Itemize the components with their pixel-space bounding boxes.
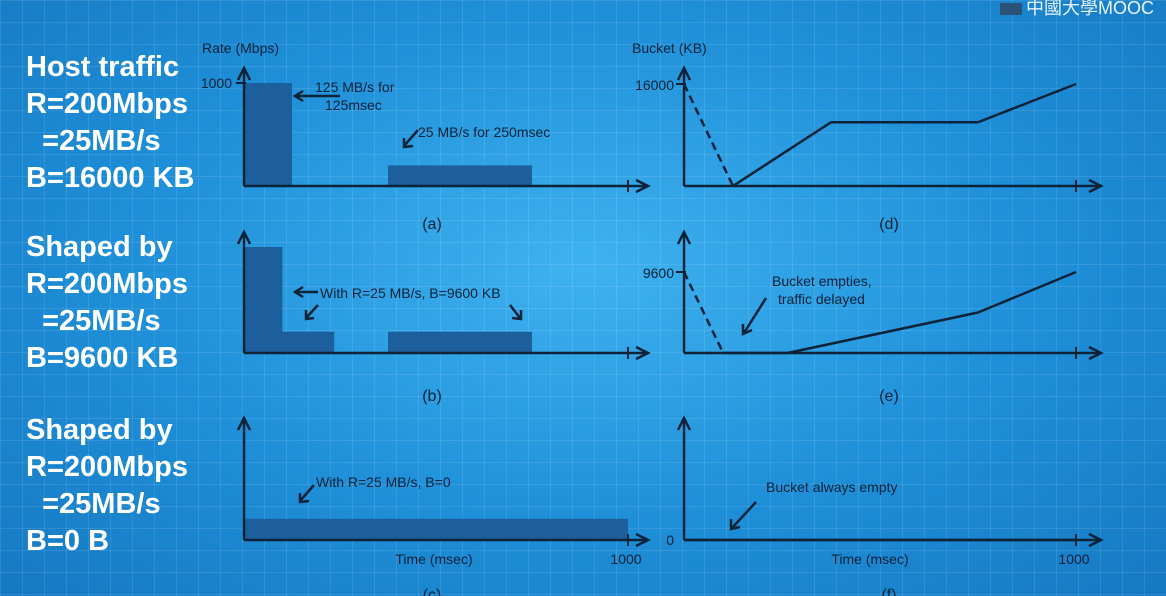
x-tick-label: 1000	[610, 551, 641, 567]
x-axis-label: Time (msec)	[395, 551, 472, 567]
side-line: R=200Mbps	[26, 451, 188, 483]
x-axis-arrow	[635, 532, 651, 548]
x-axis-arrow	[1088, 532, 1104, 548]
note-arrow	[292, 89, 340, 103]
y-axis-arrow	[676, 229, 692, 245]
y-tick-label: 9600	[643, 265, 674, 281]
note-arrow	[304, 304, 319, 321]
x-axis-arrow	[635, 345, 651, 361]
x-tick-label: 1000	[1058, 551, 1089, 567]
y-axis-arrow	[676, 65, 692, 81]
side-line: B=16000 KB	[26, 162, 195, 194]
note-arrow	[741, 297, 768, 336]
y-tick-label: 1000	[201, 75, 232, 91]
side-line: =25MB/s	[26, 488, 161, 520]
side-line: =25MB/s	[26, 125, 161, 157]
left-axis-title: Rate (Mbps)	[202, 40, 279, 56]
chart-marks-layer	[244, 82, 1077, 542]
y-tick-label: 16000	[635, 77, 674, 93]
y-axis-arrow	[236, 415, 252, 431]
panel-e-note: Bucket empties,	[772, 273, 872, 289]
panel-e-bucket-segment	[977, 270, 1077, 314]
panel-caption: (b)	[422, 388, 442, 405]
side-line: =25MB/s	[26, 305, 161, 337]
right-axis-title: Bucket (KB)	[632, 40, 707, 56]
note-arrow	[509, 304, 523, 321]
panel-c-rate-bars	[244, 518, 628, 540]
side-line: R=200Mbps	[26, 268, 188, 300]
note-arrow	[298, 484, 315, 504]
panel-e-bucket-segment	[682, 271, 725, 354]
panel-a-note: 25 MB/s for 250msec	[418, 124, 550, 140]
panel-f-note: Bucket always empty	[766, 479, 898, 495]
y-axis-arrow	[236, 229, 252, 245]
panel-a-note: 125msec	[325, 97, 382, 113]
panel-c-note: With R=25 MB/s, B=0	[316, 474, 451, 490]
panel-e-note: traffic delayed	[778, 291, 865, 307]
panel-caption: (e)	[879, 388, 899, 405]
panel-f-axes: 0 Bucket always empty Time (msec) 1000 (…	[666, 415, 1104, 596]
panel-c-axes: With R=25 MB/s, B=0 Time (msec) 1000 (c)	[236, 415, 651, 596]
panel-b-axes: With R=25 MB/s, B=9600 KB (b)	[236, 229, 651, 405]
note-arrow	[729, 501, 757, 531]
x-axis-arrow	[1088, 345, 1104, 361]
panel-e-axes: 9600 Bucket empties, traffic delayed (e)	[643, 229, 1104, 405]
panel-a-rate-bars	[244, 83, 532, 186]
y-axis-arrow	[236, 65, 252, 81]
side-line: B=0 B	[26, 525, 110, 557]
panel-d-bucket-segment	[977, 82, 1077, 124]
side-line: Shaped by	[26, 414, 173, 446]
watermark-text: 中國大學MOOC	[1026, 0, 1154, 18]
panel-d-axes: Bucket (KB) 16000 (d)	[632, 40, 1104, 233]
x-axis-arrow	[1088, 178, 1104, 194]
watermark-logo: 中國大學MOOC	[1000, 0, 1154, 20]
side-line: Host traffic	[26, 51, 180, 83]
note-arrow	[292, 285, 318, 299]
panel-b-note: With R=25 MB/s, B=9600 KB	[320, 285, 501, 301]
note-arrow	[402, 129, 419, 149]
y-tick-label: 0	[666, 532, 674, 548]
side-line: Shaped by	[26, 231, 173, 263]
panel-caption: (a)	[422, 216, 442, 233]
panel-caption: (c)	[423, 587, 442, 596]
y-axis-arrow	[676, 415, 692, 431]
side-line: R=200Mbps	[26, 88, 188, 120]
panel-b-rate-bars	[244, 247, 532, 353]
x-axis-arrow	[635, 178, 651, 194]
logo-icon	[1000, 3, 1022, 16]
panel-caption: (f)	[881, 587, 896, 596]
panel-d-bucket-segment	[682, 83, 735, 187]
panel-caption: (d)	[879, 216, 899, 233]
side-line: B=9600 KB	[26, 342, 179, 374]
panel-d-bucket-segment	[732, 121, 832, 188]
panel-a-note: 125 MB/s for	[315, 79, 395, 95]
panel-a-axes: Rate (Mbps) 1000 125 MB/s for 125msec 25…	[201, 40, 651, 233]
panel-e-bucket-segment	[787, 311, 979, 355]
x-axis-label: Time (msec)	[831, 551, 908, 567]
